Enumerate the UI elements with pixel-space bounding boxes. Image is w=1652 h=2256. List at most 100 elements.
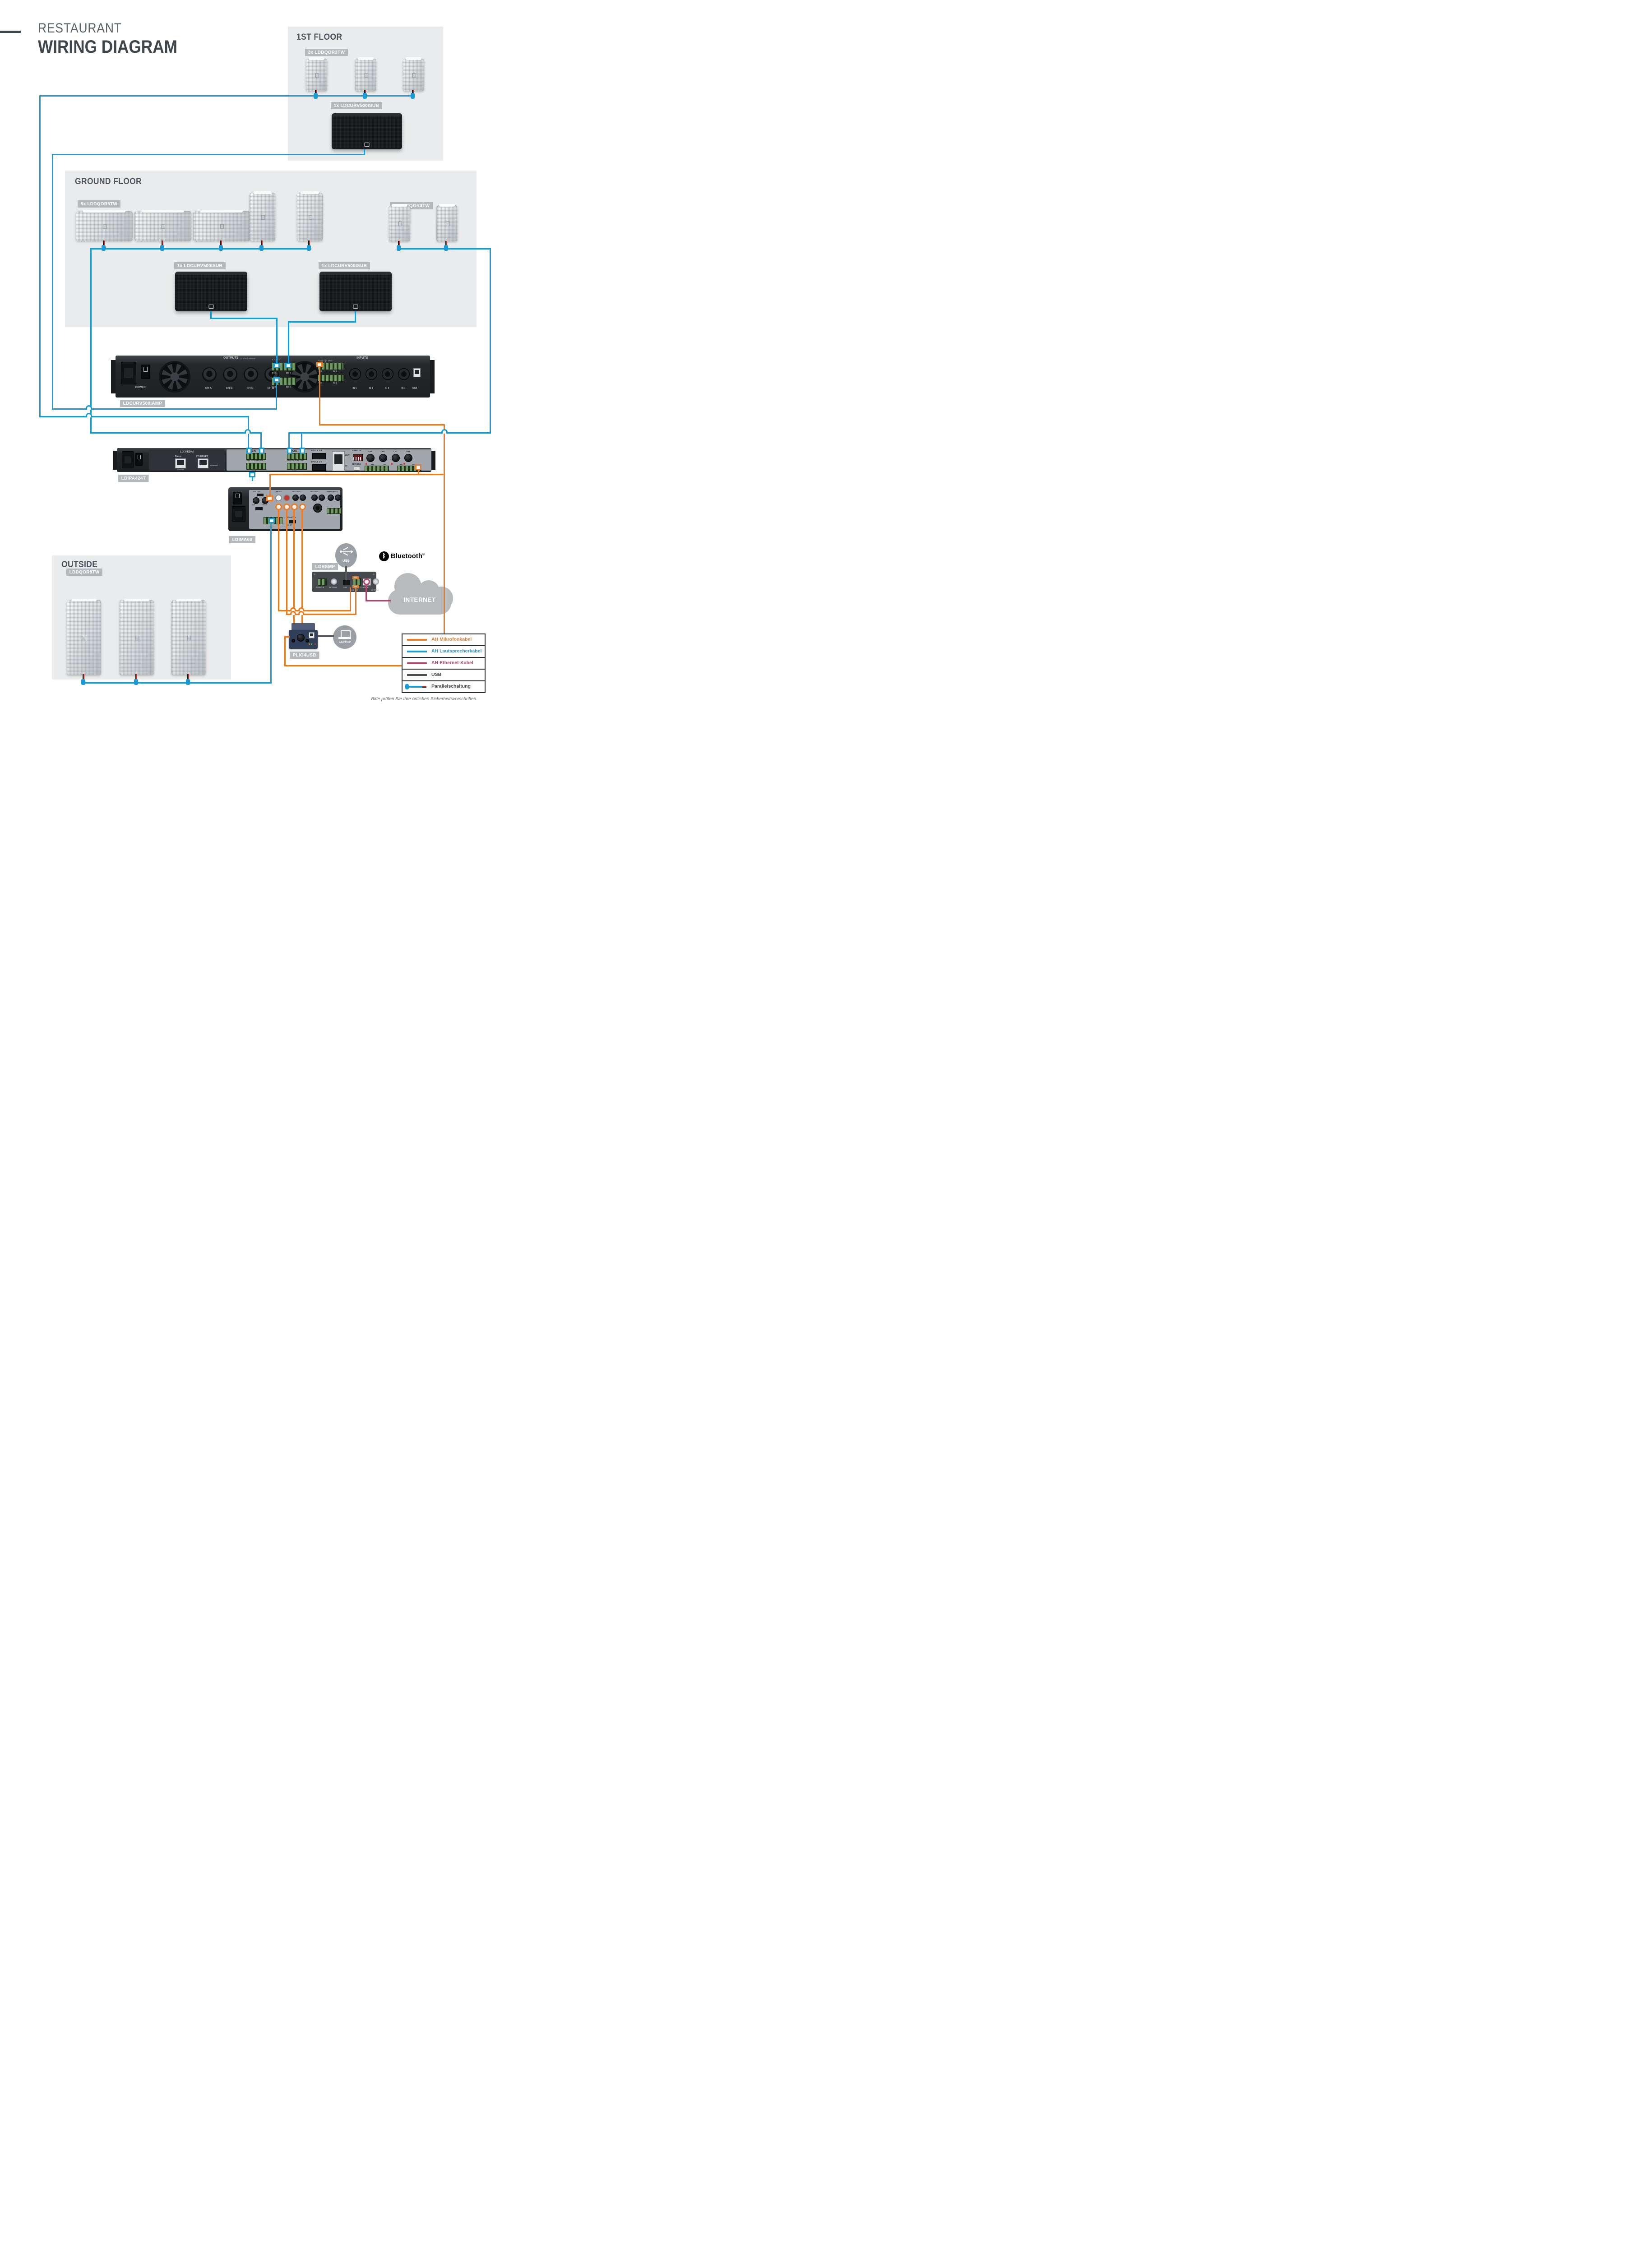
antenna-fm-connector[interactable] xyxy=(331,578,337,585)
terminal-in43[interactable] xyxy=(365,466,389,472)
ipa-ethernet-label: ETHERNET xyxy=(196,455,208,458)
speaker-lddqor3tw xyxy=(389,204,410,241)
legend-label: AH Lautsprecherkabel xyxy=(431,648,482,654)
speakon-out[interactable] xyxy=(202,367,217,382)
ethernet-rj45[interactable] xyxy=(198,458,208,468)
status-label: STATUS xyxy=(177,468,185,471)
mic-cable xyxy=(284,665,445,666)
cable-hop xyxy=(441,429,448,434)
antenna-wifi-connector[interactable] xyxy=(373,578,379,585)
level-knob[interactable] xyxy=(366,454,375,462)
speaker-cable xyxy=(276,383,277,410)
mic-cable xyxy=(278,610,290,611)
rca-white[interactable] xyxy=(275,495,282,501)
parallel-node xyxy=(186,679,190,685)
fault34-terminal[interactable] xyxy=(312,453,326,459)
mic-cable xyxy=(296,614,298,615)
usb-port[interactable] xyxy=(343,580,350,585)
chime-knob[interactable] xyxy=(300,495,306,501)
amp-term-cha: CH A xyxy=(272,372,277,374)
amp-cha-label: CH A xyxy=(205,387,212,390)
remote-dip-switch[interactable] xyxy=(353,454,363,461)
power-switch[interactable] xyxy=(135,453,143,466)
speakon-out[interactable] xyxy=(223,367,237,382)
legend-line-magenta xyxy=(407,662,427,664)
music-jack[interactable] xyxy=(283,504,290,510)
bass-knob[interactable] xyxy=(253,497,259,504)
fault12-terminal[interactable] xyxy=(312,464,326,471)
xlr-input[interactable] xyxy=(349,368,361,380)
speakon-out[interactable] xyxy=(244,367,258,382)
amp-class2-label: CLASS 2 WIRING xyxy=(241,357,255,360)
dante-rj45[interactable] xyxy=(175,458,186,468)
usb-digital-input[interactable] xyxy=(309,632,315,638)
rsmp-antwifi-label: ANTENNA xyxy=(371,589,379,591)
power-switch[interactable] xyxy=(141,365,150,379)
loz-hiz-switch[interactable] xyxy=(255,507,263,510)
power-in-terminal[interactable] xyxy=(318,578,327,586)
speaker-wire-stub xyxy=(187,674,189,679)
micline2-jack[interactable] xyxy=(291,504,298,510)
terminal-ch1[interactable] xyxy=(287,453,307,460)
gain-knob[interactable] xyxy=(311,495,318,501)
legend-line-orange xyxy=(407,639,427,641)
amp-in3-label: IN 3 xyxy=(319,382,323,384)
speaker-cable xyxy=(39,95,415,97)
speaker-lddqor3tw xyxy=(306,57,327,91)
amp-outputs-label: OUTPUTS xyxy=(223,356,239,360)
ipa-model-label: LD X-EDAI xyxy=(180,451,194,453)
micline2-jack[interactable] xyxy=(299,504,306,510)
speaker-cable xyxy=(289,321,356,323)
level-knob[interactable] xyxy=(297,634,305,642)
emergency-terminal[interactable] xyxy=(327,508,341,514)
usb-trident-arrow xyxy=(351,550,353,554)
speaker-wire-stub xyxy=(220,240,222,245)
service-port[interactable] xyxy=(354,467,360,471)
terminal-ch2[interactable] xyxy=(287,463,307,470)
mic-cable xyxy=(286,509,287,615)
header-dash xyxy=(0,31,21,33)
vox-knob[interactable] xyxy=(319,495,325,501)
standby-switch[interactable] xyxy=(289,520,296,523)
usb-trident-dot xyxy=(340,550,342,553)
ima-emergency-label: EMERGENCY xyxy=(327,491,338,493)
mic-cable xyxy=(269,474,271,496)
remote-label: REMOTE xyxy=(352,450,361,452)
xlr-input[interactable] xyxy=(382,368,393,380)
amp-xlr2: IN 2 xyxy=(369,387,373,390)
cable-hop xyxy=(245,429,251,434)
legend-row-mikrofonkabel: AH Mikrofonkabel xyxy=(403,634,485,645)
music-jack[interactable] xyxy=(275,504,282,510)
line-out-terminal[interactable] xyxy=(353,578,361,586)
rsmp-antfm-label: ANTENNA xyxy=(329,587,337,588)
usb-port[interactable] xyxy=(413,368,421,377)
level-knob[interactable] xyxy=(392,454,400,462)
mic-cable xyxy=(278,509,279,611)
headphone-jack[interactable] xyxy=(305,639,309,643)
combo-xlr[interactable] xyxy=(313,504,322,513)
vox-knob[interactable] xyxy=(335,495,341,501)
speaker-wire-stub xyxy=(315,90,317,95)
gain-knob[interactable] xyxy=(328,495,334,501)
level-knob[interactable] xyxy=(404,454,412,462)
music-mix-switch[interactable] xyxy=(257,494,264,496)
speaker-cable xyxy=(251,432,262,434)
level-knob[interactable] xyxy=(379,454,387,462)
terminal-ch4[interactable] xyxy=(246,463,266,470)
rca-red[interactable] xyxy=(283,495,290,501)
terminal-ch3[interactable] xyxy=(246,453,266,460)
power-switch[interactable] xyxy=(233,492,242,504)
speaker-cable xyxy=(276,318,278,365)
fan xyxy=(289,361,320,393)
mic-cable xyxy=(444,424,445,475)
mic-cable xyxy=(319,424,445,425)
xlr-input[interactable] xyxy=(366,368,377,380)
cable-hop xyxy=(298,611,304,615)
gain-knob[interactable] xyxy=(292,495,299,501)
terminal-in-34[interactable] xyxy=(318,374,344,382)
badge-ldima60: LDIMA60 xyxy=(229,536,255,543)
ipa-knob-ch4-label: CH4 xyxy=(368,450,372,453)
remote-rj45-pair[interactable] xyxy=(332,451,345,471)
mono-sum-button[interactable] xyxy=(292,639,295,643)
xlr-input[interactable] xyxy=(398,368,410,380)
